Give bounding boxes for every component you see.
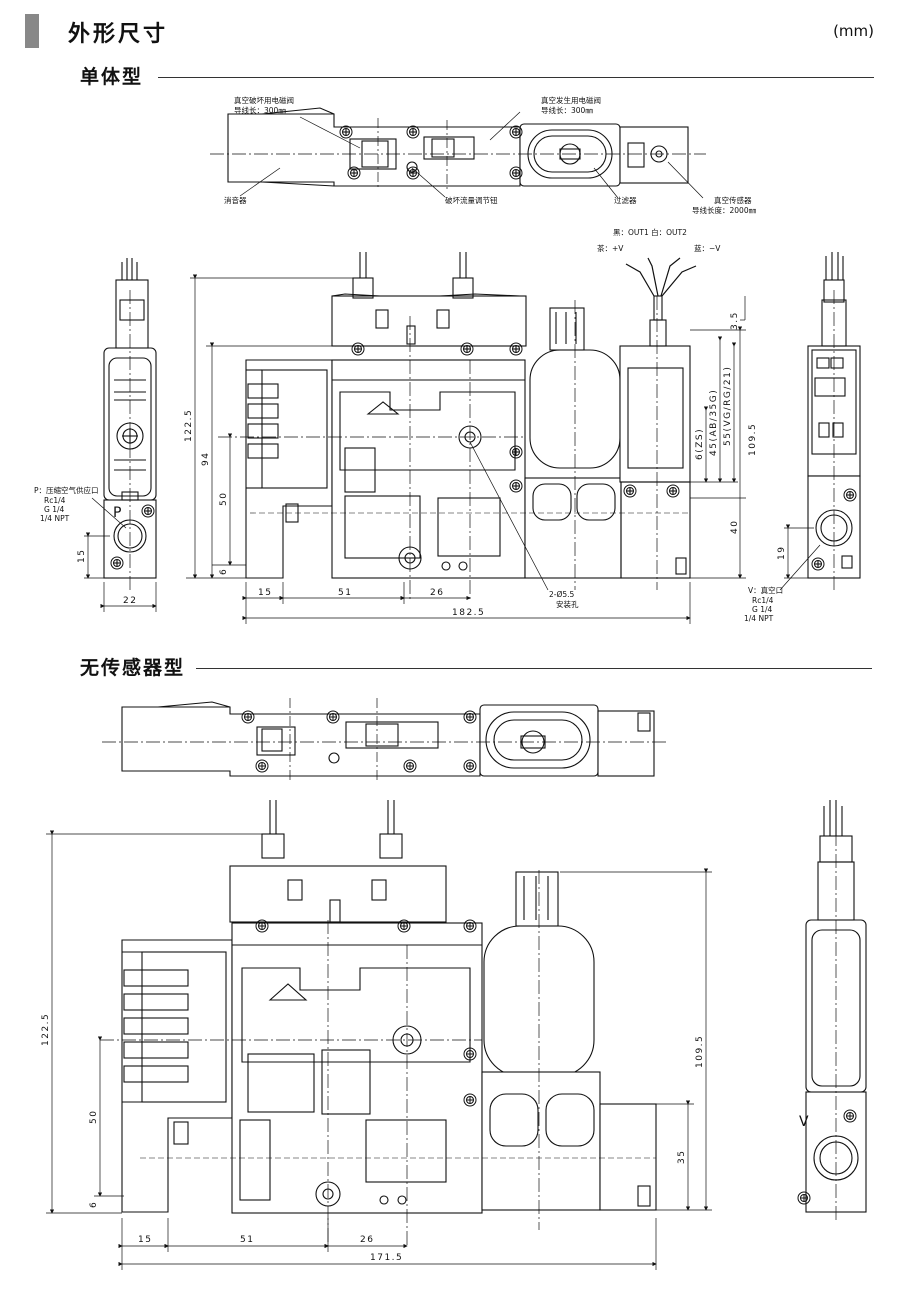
callout-wires-top: 黑：OUT1 白：OUT2	[613, 227, 687, 237]
dim-nosensor-w51: 51	[240, 1235, 254, 1245]
page-title: 外形尺寸	[68, 22, 169, 47]
svg-text:P: P	[113, 505, 121, 521]
dim-nosensor-w15: 15	[138, 1235, 152, 1245]
callout-p-npt: 1/4 NPT	[40, 514, 70, 523]
callout-p-port: P：压缩空气供应口	[34, 485, 99, 495]
callout-v-port: V：真空口	[748, 585, 783, 595]
single-right-view	[807, 252, 861, 590]
single-top-view	[210, 107, 706, 190]
callout-flow-knob: 破坏流量调节钮	[445, 195, 498, 205]
dim-nosensor-w26: 26	[360, 1235, 374, 1245]
callout-break-valve: 真空破坏用电磁阀	[234, 95, 294, 105]
dim-single-h50: 50	[219, 492, 229, 506]
section-title-nosensor: 无传感器型	[80, 657, 186, 679]
callout-v-g: G 1/4	[752, 605, 772, 614]
callout-break-lead: 导线长：300㎜	[234, 105, 286, 115]
nosensor-side-view	[805, 800, 867, 1220]
dim-nosensor-r1095: 109.5	[695, 1035, 705, 1068]
dim-nosensor-h50: 50	[89, 1110, 99, 1124]
section-title-single: 单体型	[80, 66, 144, 88]
callout-p-rc: Rc1/4	[44, 496, 66, 505]
callout-gen-valve: 真空发生用电磁阀	[541, 95, 601, 105]
unit-label: (mm)	[833, 22, 874, 40]
nosensor-front-view	[100, 800, 657, 1246]
dim-single-w15: 15	[258, 588, 272, 598]
callout-p-g: G 1/4	[44, 505, 64, 514]
dim-single-h6: 6	[219, 568, 229, 575]
nosensor-top-view	[102, 698, 668, 780]
dim-single-ab: 45(AB/35G)	[709, 389, 719, 456]
svg-text:V: V	[799, 1114, 809, 1130]
callout-sensor: 真空传感器	[714, 195, 752, 205]
callout-wires-left: 茶：+V	[597, 243, 624, 253]
dim-single-r35: 3.5	[730, 311, 740, 330]
callout-muffler: 消音器	[224, 195, 247, 205]
dim-single-h-total: 122.5	[184, 409, 194, 442]
header-bar	[25, 14, 39, 48]
dim-single-zs: 6(ZS)	[695, 428, 705, 460]
callout-gen-lead: 导线长：300㎜	[541, 105, 593, 115]
dim-single-w26: 26	[430, 588, 444, 598]
callout-filter: 过滤器	[614, 195, 637, 205]
callout-v-npt: 1/4 NPT	[744, 614, 774, 623]
section-divider-nosensor	[196, 668, 872, 669]
single-left-view	[103, 258, 157, 590]
dim-single-h94: 94	[201, 452, 211, 466]
dim-single-r40: 40	[730, 520, 740, 534]
callout-sensor-lead: 导线长度：2000㎜	[692, 205, 757, 215]
dim-nosensor-w-total: 171.5	[370, 1253, 403, 1263]
dim-single-r1095: 109.5	[748, 423, 758, 456]
single-front-view	[218, 252, 697, 600]
dim-single-h15: 15	[77, 549, 87, 563]
dim-single-r19: 19	[777, 546, 787, 560]
dim-single-w22: 22	[123, 596, 137, 606]
dim-single-w-total: 182.5	[452, 608, 485, 618]
callout-v-rc: Rc1/4	[752, 596, 774, 605]
dim-nosensor-h6: 6	[89, 1201, 99, 1208]
callout-wires-right: 蓝：−V	[694, 243, 721, 253]
callout-mount-label: 安装孔	[556, 599, 579, 609]
callout-mount: 2-Ø5.5	[549, 590, 575, 599]
section-divider-single	[158, 77, 874, 78]
dim-single-vg: 55(VG/RG/21)	[723, 366, 733, 446]
dim-nosensor-r35: 35	[677, 1150, 687, 1164]
dim-nosensor-h-total: 122.5	[41, 1013, 51, 1046]
dim-single-w51: 51	[338, 588, 352, 598]
